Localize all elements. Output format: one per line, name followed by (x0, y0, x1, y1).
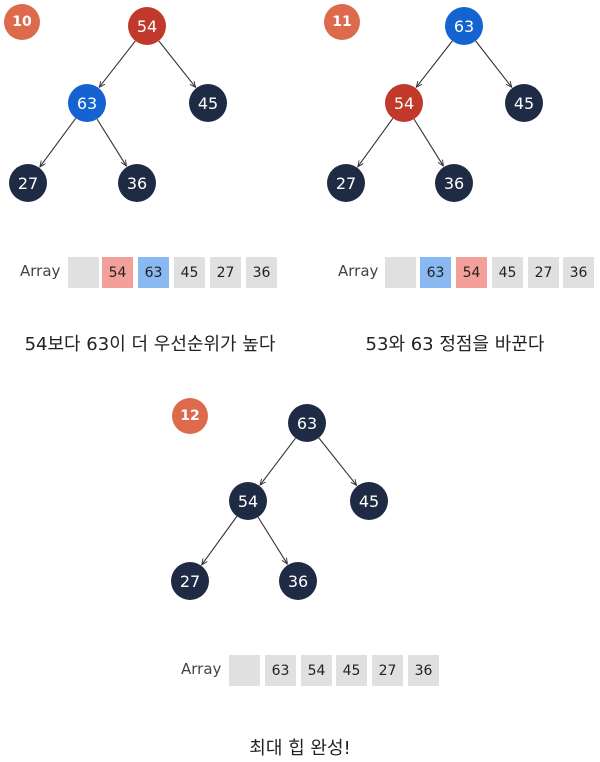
array-cell: 36 (408, 655, 439, 686)
array-cell: 45 (492, 257, 523, 288)
array-cell: 45 (336, 655, 367, 686)
tree-edge-arrow (202, 516, 238, 564)
array-cell-empty (385, 257, 416, 288)
array-cell: 27 (372, 655, 403, 686)
heap-node: 27 (9, 164, 47, 202)
heap-node: 45 (505, 84, 543, 122)
tree-edge-arrow (158, 40, 196, 87)
tree-edge-arrow (257, 516, 287, 564)
array-cell: 27 (210, 257, 241, 288)
step-badge: 11 (324, 4, 360, 40)
tree-edge-arrow (358, 118, 394, 166)
array-cell: 63 (138, 257, 169, 288)
tree-edge-arrow (99, 40, 136, 87)
tree-edge-arrow (413, 118, 443, 166)
array-label: Array (181, 660, 222, 678)
heap-node: 63 (288, 404, 326, 442)
heap-node: 63 (445, 7, 483, 45)
heap-node: 36 (279, 562, 317, 600)
array-cell: 36 (246, 257, 277, 288)
array-cell: 63 (265, 655, 296, 686)
step-caption: 최대 힙 완성! (249, 738, 351, 759)
array-cell: 63 (420, 257, 451, 288)
step-caption: 53와 63 정점을 바꾼다 (365, 334, 545, 355)
tree-edge-arrow (260, 437, 296, 485)
array-label: Array (338, 262, 379, 280)
array-cell-empty (68, 257, 99, 288)
heap-node: 63 (68, 84, 106, 122)
heap-node: 36 (435, 164, 473, 202)
step-badge: 10 (4, 4, 40, 40)
heap-node: 36 (118, 164, 156, 202)
array-cell: 54 (102, 257, 133, 288)
array-label: Array (20, 262, 61, 280)
array-cell: 27 (528, 257, 559, 288)
tree-edge-arrow (416, 40, 453, 87)
tree-edge-arrow (40, 117, 77, 167)
heap-node: 45 (350, 482, 388, 520)
heap-node: 45 (189, 84, 227, 122)
tree-edge-arrow (96, 118, 126, 166)
tree-edge-arrow (318, 437, 357, 485)
array-cell: 54 (301, 655, 332, 686)
array-cell: 54 (456, 257, 487, 288)
tree-edge-arrow (475, 40, 512, 87)
heap-node: 54 (229, 482, 267, 520)
step-badge: 12 (172, 398, 208, 434)
array-cell-empty (229, 655, 260, 686)
heap-node: 54 (128, 7, 166, 45)
step-caption: 54보다 63이 더 우선순위가 높다 (24, 334, 276, 355)
array-cell: 36 (563, 257, 594, 288)
heap-node: 27 (171, 562, 209, 600)
heap-node: 27 (327, 164, 365, 202)
heap-node: 54 (385, 84, 423, 122)
array-cell: 45 (174, 257, 205, 288)
